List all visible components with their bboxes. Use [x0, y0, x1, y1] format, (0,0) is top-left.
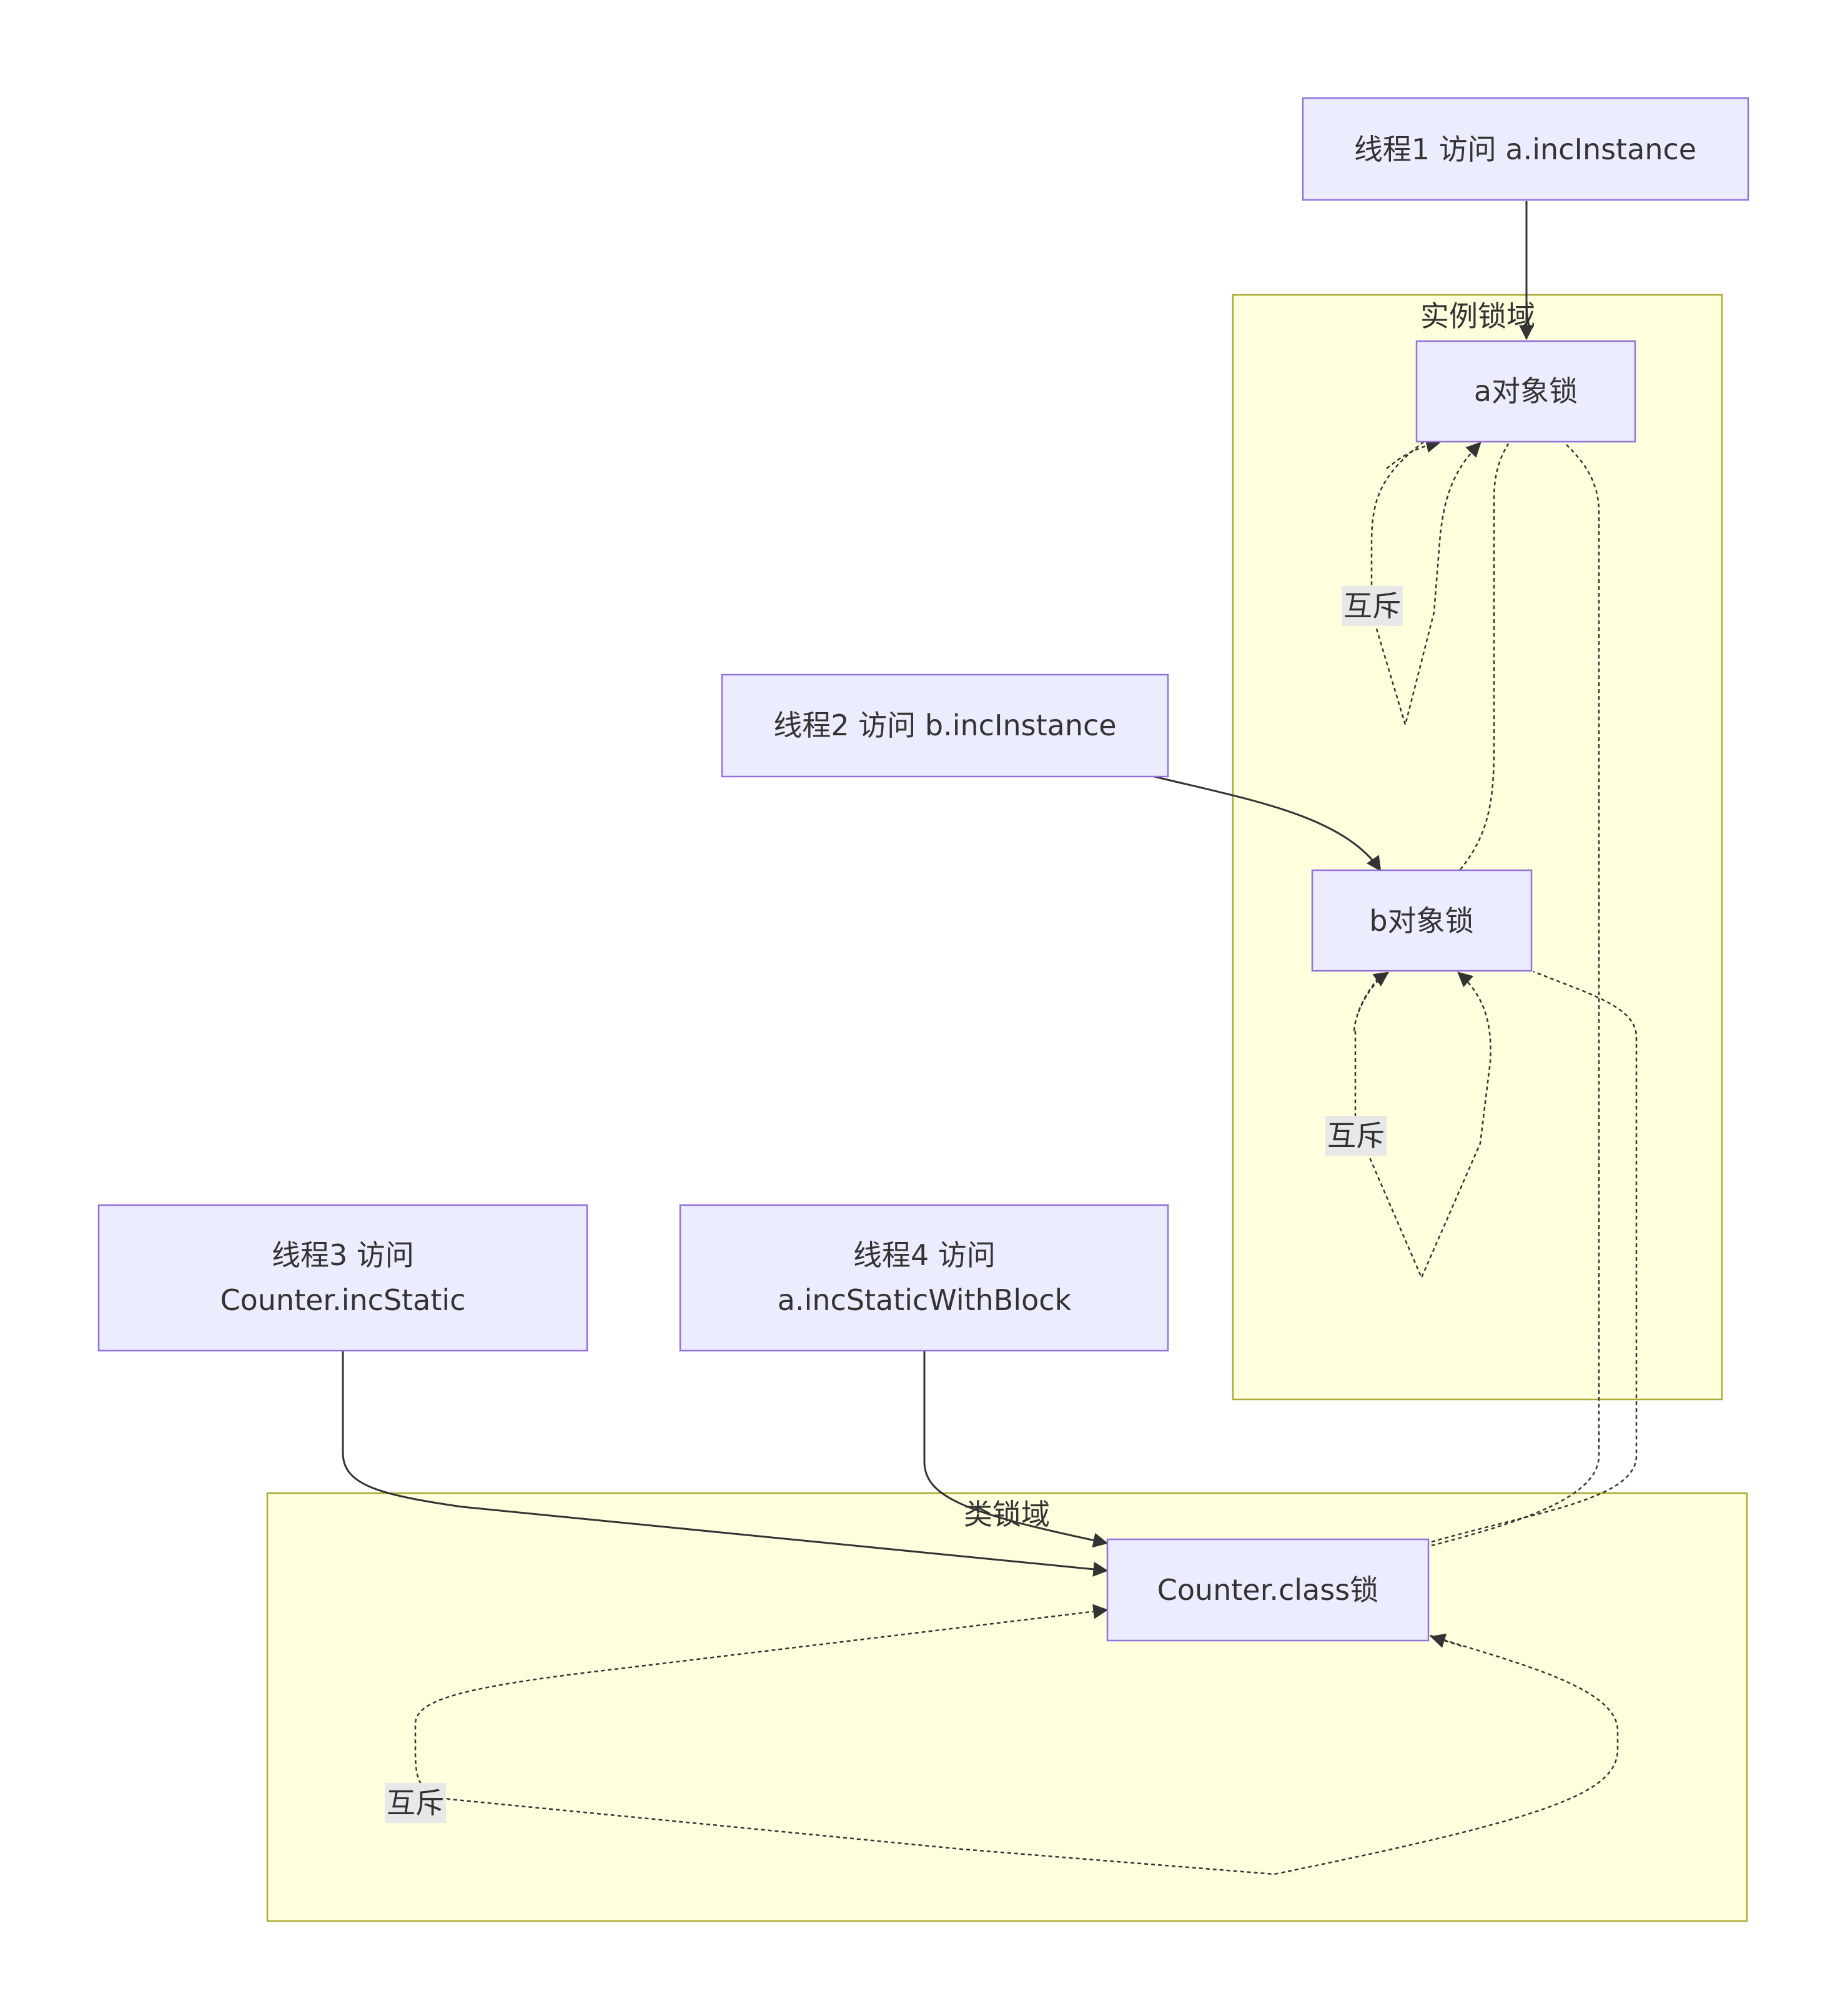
- edge-label-mutex-b-bg: [1325, 1116, 1387, 1156]
- edge-label-mutex-b-text: 互斥: [1327, 1119, 1385, 1153]
- edge-b-lock-to-a-lock: [1460, 443, 1510, 870]
- edge-label-mutex-class: 互斥: [385, 1783, 446, 1823]
- cluster-class-lock-label: 类锁域: [964, 1497, 1050, 1531]
- edge-thread4-to-class-lock: [923, 1351, 1109, 1548]
- node-thread1-label: 线程1 访问 a.incInstance: [1354, 132, 1696, 166]
- node-thread3-label-line1: 线程3 访问: [272, 1238, 414, 1272]
- edge-thread3-to-class-lock: [342, 1351, 1109, 1577]
- edge-label-mutex-a: 互斥: [1342, 586, 1403, 626]
- node-thread3-label-line2: Counter.incStatic: [220, 1283, 466, 1317]
- edge-class-lock-self-mutex: [414, 1604, 1619, 1875]
- node-thread1: 线程1 访问 a.incInstance: [1302, 97, 1749, 201]
- node-thread4-label-line2: a.incStaticWithBlock: [778, 1283, 1072, 1317]
- node-thread2-box: [721, 673, 1169, 778]
- edge-class-lock-to-b-lock: [1431, 970, 1638, 1543]
- cluster-instance-lock-label: 实例锁域: [1420, 299, 1535, 333]
- node-b-lock-box: [1311, 869, 1533, 972]
- node-b-lock: b对象锁: [1311, 869, 1533, 972]
- cluster-instance-lock-domain: 实例锁域: [1232, 294, 1723, 1401]
- cluster-instance-lock-box: [1232, 294, 1723, 1401]
- edge-label-mutex-class-text: 互斥: [387, 1786, 444, 1820]
- node-thread3: 线程3 访问 Counter.incStatic: [97, 1204, 588, 1352]
- edge-thread2-to-b-lock: [1154, 775, 1382, 871]
- node-a-lock-label: a对象锁: [1474, 374, 1578, 408]
- edge-a-lock-self-mutex: [1370, 441, 1481, 728]
- cluster-class-lock-domain: 类锁域: [266, 1492, 1748, 1922]
- node-class-lock-box: [1106, 1538, 1430, 1642]
- node-thread4-label-line1: 线程4 访问: [853, 1238, 996, 1272]
- node-a-lock-box: [1415, 340, 1636, 443]
- edge-label-mutex-a-bg: [1342, 586, 1403, 626]
- edge-class-lock-to-a-lock: [1431, 443, 1600, 1547]
- node-b-lock-label: b对象锁: [1369, 904, 1473, 938]
- node-thread3-box: [97, 1204, 588, 1352]
- node-thread4: 线程4 访问 a.incStaticWithBlock: [679, 1204, 1169, 1352]
- node-thread2-label: 线程2 访问 b.incInstance: [773, 708, 1116, 742]
- edge-class-lock-self-mutex-start-arrow: [1430, 1633, 1462, 1648]
- edges: [342, 201, 1638, 1875]
- node-thread4-box: [679, 1204, 1169, 1352]
- node-class-lock-label: Counter.class锁: [1157, 1573, 1378, 1607]
- edge-b-lock-self-mutex-start-arrow: [1357, 971, 1389, 1013]
- edge-label-mutex-class-bg: [385, 1783, 446, 1823]
- node-a-lock: a对象锁: [1415, 340, 1636, 443]
- edge-label-mutex-a-text: 互斥: [1343, 589, 1401, 623]
- node-class-lock: Counter.class锁: [1106, 1538, 1430, 1642]
- node-thread1-box: [1302, 97, 1749, 201]
- cluster-class-lock-box: [266, 1492, 1748, 1922]
- node-thread2: 线程2 访问 b.incInstance: [721, 673, 1169, 778]
- edge-label-mutex-b: 互斥: [1325, 1116, 1387, 1156]
